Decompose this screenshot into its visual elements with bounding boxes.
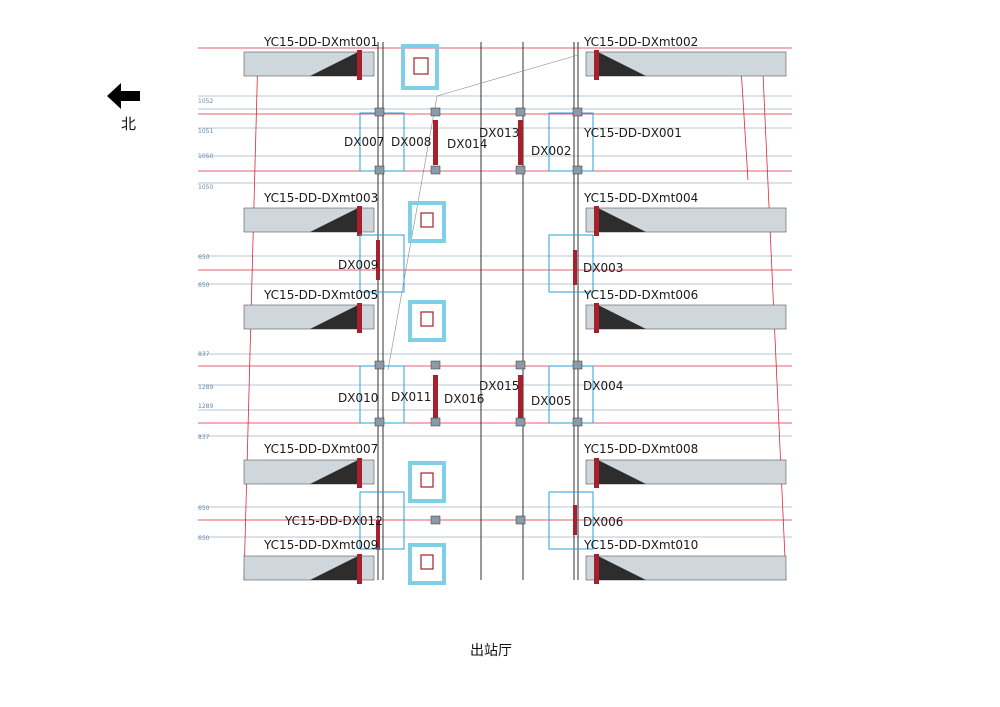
label-dx013: DX013	[479, 126, 519, 140]
label-mt003: YC15-DD-DXmt003	[263, 191, 378, 205]
elevator-boxes	[401, 44, 446, 585]
north-arrow-icon	[107, 83, 140, 109]
label-dx003: DX003	[583, 261, 623, 275]
column-squares	[374, 107, 583, 525]
label-dx008: DX008	[391, 135, 431, 149]
label-mt007: YC15-DD-DXmt007	[263, 442, 378, 456]
row-tick: 1289	[198, 384, 213, 391]
label-dx012: YC15-DD-DX012	[284, 514, 383, 528]
row-tick: 1050	[198, 184, 213, 191]
label-mt005: YC15-DD-DXmt005	[263, 288, 378, 302]
exit-hall-label: 出站厅	[470, 643, 512, 659]
label-dx011: DX011	[391, 390, 431, 404]
label-dx004: DX004	[583, 379, 623, 393]
label-mt009: YC15-DD-DXmt009	[263, 538, 378, 552]
escalator-triangles	[310, 52, 646, 580]
label-mt010: YC15-DD-DXmt010	[583, 538, 698, 552]
row-tick: 1051	[198, 128, 213, 135]
label-dx016: DX016	[444, 392, 484, 406]
label-mt008: YC15-DD-DXmt008	[583, 442, 698, 456]
label-mt004: YC15-DD-DXmt004	[583, 191, 698, 205]
structure-columns	[377, 42, 579, 580]
row-tick: 837	[198, 434, 210, 441]
label-dx015: DX015	[479, 379, 519, 393]
north-label: 北	[121, 115, 137, 133]
label-mt006: YC15-DD-DXmt006	[583, 288, 698, 302]
row-tick: 650	[198, 254, 210, 261]
label-dx005: DX005	[531, 394, 571, 408]
device-labels: YC15-DD-DXmt001 YC15-DD-DXmt002 YC15-DD-…	[263, 35, 698, 552]
label-dx014: DX014	[447, 137, 487, 151]
row-tick: 650	[198, 282, 210, 289]
red-gate-markers	[357, 50, 599, 584]
label-dx006: DX006	[583, 515, 623, 529]
label-dx010: DX010	[338, 391, 378, 405]
label-dx009: DX009	[338, 258, 378, 272]
row-tick: 650	[198, 505, 210, 512]
label-dx001: YC15-DD-DX001	[583, 126, 682, 140]
row-tick: 1050	[198, 153, 213, 160]
label-mt002: YC15-DD-DXmt002	[583, 35, 698, 49]
row-ticks: 1052 1051 1050 1050 650 650 837 1289 128…	[198, 98, 213, 542]
label-mt001: YC15-DD-DXmt001	[263, 35, 378, 49]
row-tick: 1289	[198, 403, 213, 410]
label-dx007: DX007	[344, 135, 384, 149]
row-tick: 650	[198, 535, 210, 542]
label-dx002: DX002	[531, 144, 571, 158]
row-tick: 837	[198, 351, 210, 358]
row-tick: 1052	[198, 98, 213, 105]
grid-lines	[198, 95, 792, 538]
